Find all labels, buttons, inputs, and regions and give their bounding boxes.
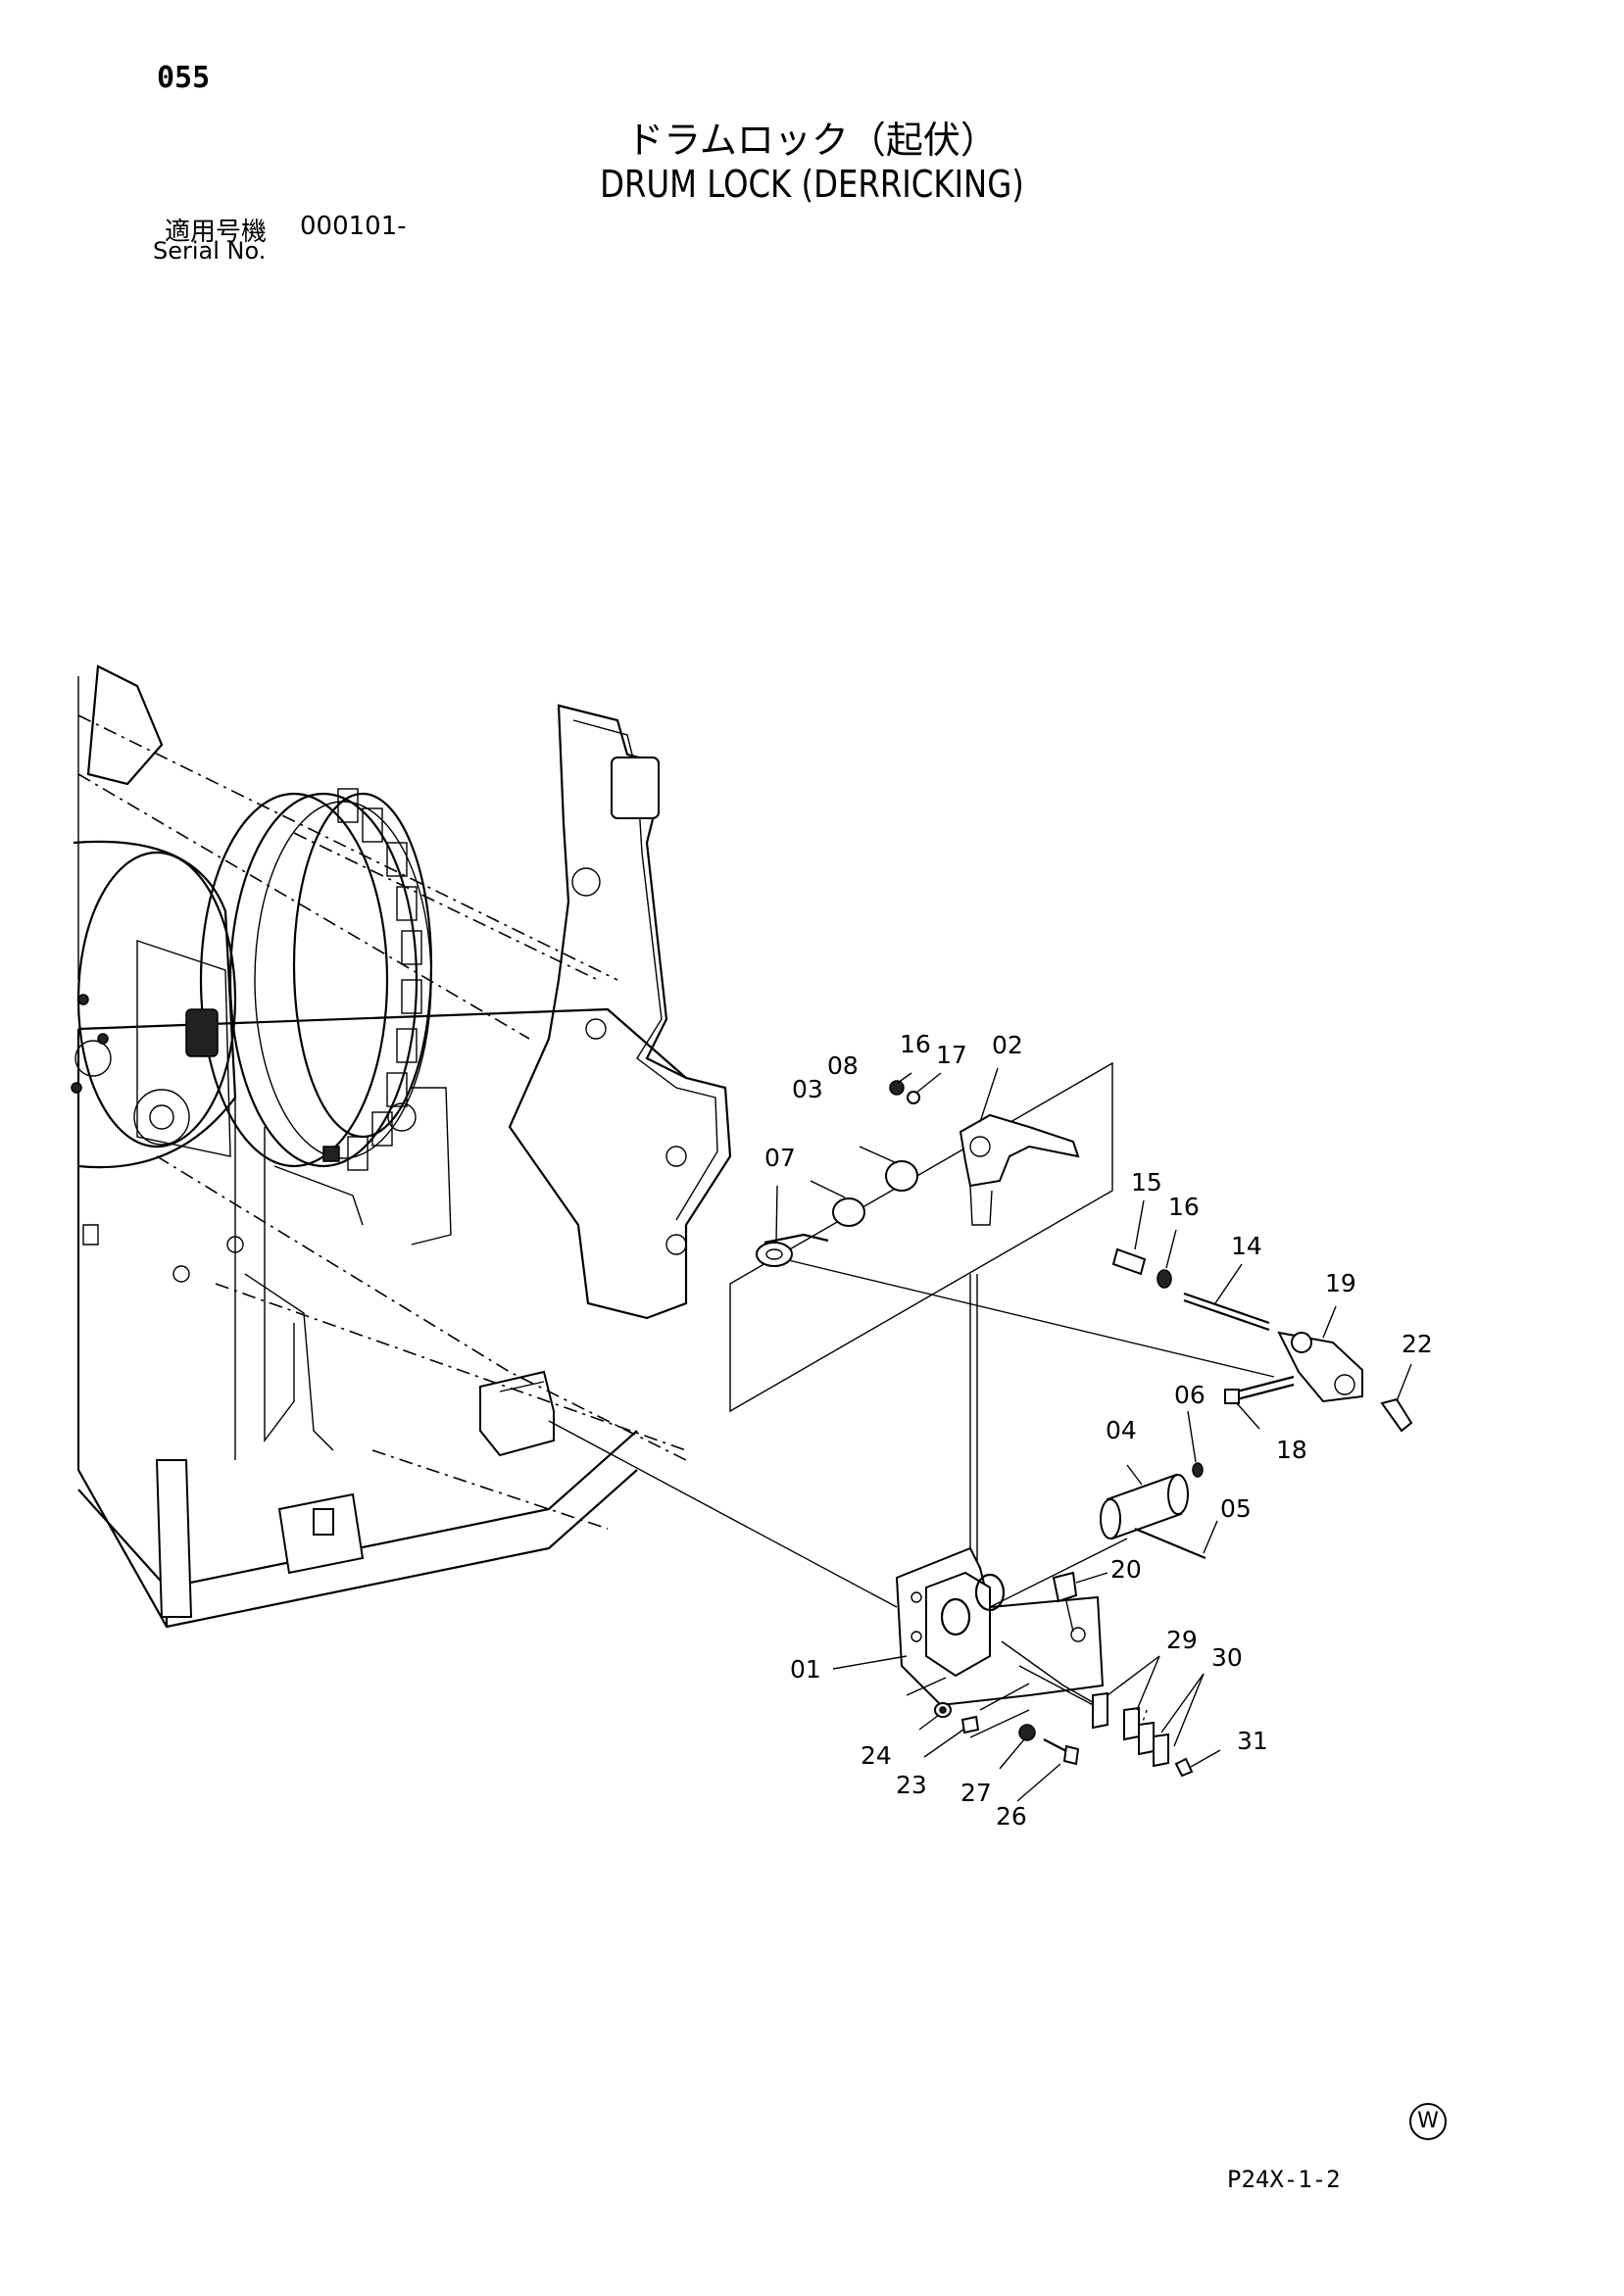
part-label-16-right: 16	[1168, 1193, 1200, 1221]
part-label-08: 08	[827, 1051, 859, 1080]
part-label-05: 05	[1220, 1494, 1252, 1523]
part-label-02: 02	[992, 1031, 1023, 1059]
part-label-29: 29	[1166, 1626, 1198, 1654]
part-label-23: 23	[896, 1771, 927, 1799]
part-label-20: 20	[1110, 1555, 1142, 1584]
part-label-24: 24	[861, 1741, 892, 1770]
lock-pawl-assembly	[548, 1061, 1413, 1802]
part-number-labels: 16 17 02 03 08 07 15 16 14 19 22 06 04 1…	[764, 1030, 1433, 1831]
leader-lines	[775, 1067, 1412, 1802]
part-label-30: 30	[1211, 1643, 1243, 1672]
part-label-14: 14	[1231, 1232, 1262, 1260]
page-number: 055	[157, 61, 211, 95]
part-label-15: 15	[1131, 1168, 1162, 1197]
serial-label-japanese: 適用号機	[165, 218, 268, 247]
part-label-16-top: 16	[900, 1030, 931, 1058]
part-label-26: 26	[996, 1802, 1027, 1831]
winch-drum	[71, 788, 452, 1283]
part-label-17: 17	[936, 1041, 967, 1069]
part-label-01: 01	[790, 1655, 821, 1684]
serial-number-value: 000101-	[300, 212, 407, 241]
part-label-06: 06	[1174, 1381, 1206, 1409]
part-label-07: 07	[764, 1144, 796, 1172]
part-label-04: 04	[1106, 1416, 1137, 1444]
winch-frame	[76, 664, 732, 1629]
frame-block-top	[611, 757, 660, 819]
page-title-english: DRUM LOCK (DERRICKING)	[600, 163, 1024, 206]
part-label-22: 22	[1402, 1330, 1433, 1358]
serial-label-english: Serial No.	[153, 237, 267, 265]
part-label-03: 03	[792, 1075, 823, 1103]
drawing-code: P24X-1-2	[1227, 2166, 1341, 2193]
circled-w-mark: W	[1409, 2103, 1447, 2140]
part-label-18: 18	[1276, 1436, 1307, 1464]
page-title-japanese: ドラムロック（起伏）	[626, 119, 998, 162]
part-label-19: 19	[1325, 1269, 1356, 1297]
part-label-31: 31	[1237, 1727, 1268, 1755]
part-label-27: 27	[960, 1779, 992, 1807]
